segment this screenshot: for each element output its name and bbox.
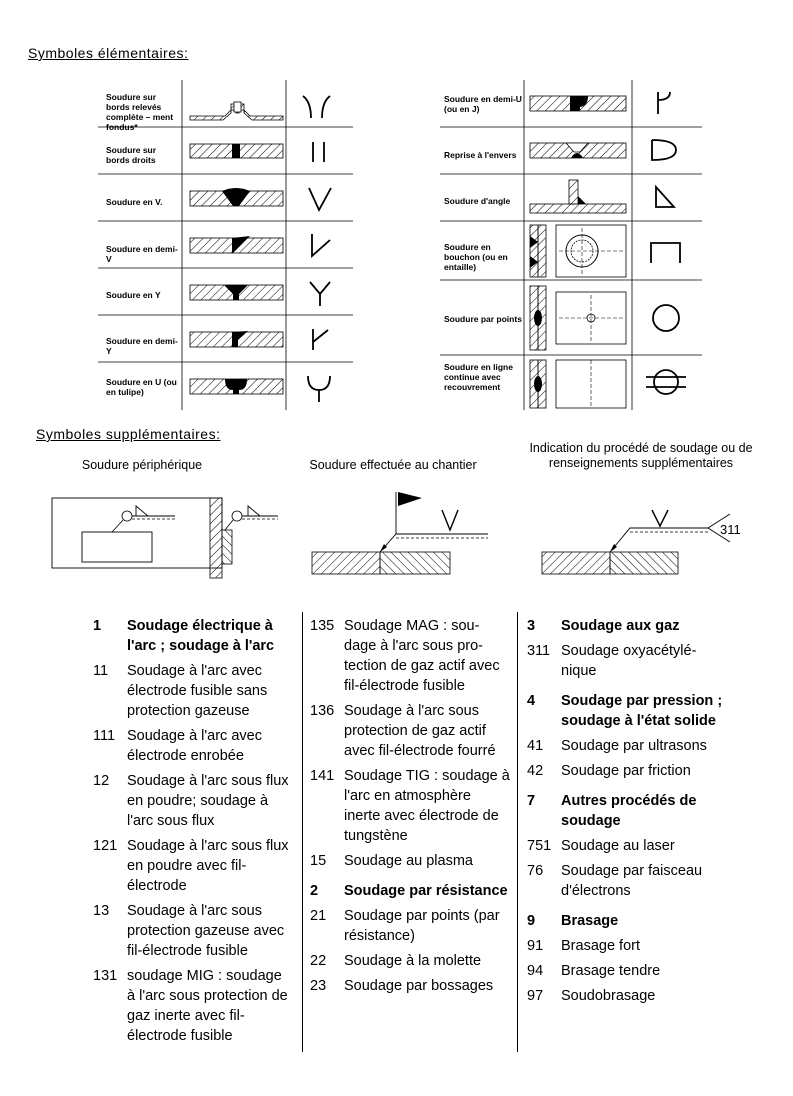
half-v-weld-drawing <box>189 236 284 254</box>
backing-weld-symbol <box>651 139 677 161</box>
square-weld-symbol <box>312 142 325 162</box>
left-row-label: Soudure en V. <box>106 197 163 207</box>
caption-peripheral-weld: Soudure périphérique <box>81 458 203 472</box>
plug-weld-drawing <box>529 224 627 278</box>
right-row-label: Soudure en demi-U (ou en J) <box>444 94 522 114</box>
peripheral-weld-plan <box>51 497 223 569</box>
right-row-label: Soudure d'angle <box>444 196 511 206</box>
backing-weld-drawing <box>529 142 627 159</box>
heading-elementary-symbols: Symboles élémentaires: <box>28 45 189 61</box>
y-weld-drawing <box>189 284 284 301</box>
y-weld-symbol <box>309 281 331 306</box>
square-weld-drawing <box>189 143 284 159</box>
process-indication-drawing <box>541 509 731 575</box>
u-weld-drawing <box>189 378 284 395</box>
seam-weld-symbol <box>646 369 686 395</box>
right-row-label: Reprise à l'envers <box>444 150 517 160</box>
plug-weld-symbol <box>650 242 681 263</box>
right-row-label: Soudure par points <box>444 314 522 324</box>
fillet-weld-symbol <box>655 184 677 208</box>
left-table-grid <box>98 80 353 410</box>
half-v-weld-symbol <box>311 234 331 259</box>
spot-weld-drawing <box>529 285 627 351</box>
caption-process-indication: Indication du procédé de soudage ou de r… <box>529 441 753 470</box>
right-row-label: Soudure en ligne continue avec recouvrem… <box>444 362 513 392</box>
flange-weld-symbol <box>302 95 331 119</box>
right-symbol-table: Soudure en demi-U (ou en J) Reprise à l'… <box>440 80 702 410</box>
flag-icon <box>398 492 422 506</box>
left-symbol-table: Soudure sur bords relevés complète – men… <box>98 80 353 410</box>
site-weld-drawing <box>311 492 488 575</box>
supplementary-drawings <box>51 492 731 579</box>
half-y-weld-symbol <box>312 329 329 350</box>
right-table-grid <box>440 80 702 410</box>
caption-site-weld: Soudure effectuée au chantier <box>309 458 477 472</box>
left-row-label: Soudure en demi-Y <box>106 336 178 356</box>
v-weld-drawing <box>189 188 284 207</box>
heading-supplementary-symbols: Symboles supplémentaires: <box>36 426 221 442</box>
left-row-label: Soudure en U (ou en tulipe) <box>106 377 177 397</box>
column-divider <box>517 612 518 1052</box>
fillet-weld-drawing <box>529 179 627 214</box>
spot-weld-symbol <box>652 304 680 332</box>
left-row-label: Soudure en demi-V <box>106 244 178 264</box>
left-row-label: Soudure sur bords droits <box>106 145 157 165</box>
left-row-label: Soudure sur bords relevés complète – men… <box>106 92 174 132</box>
left-row-label: Soudure en Y <box>106 290 161 300</box>
half-y-weld-drawing <box>189 331 284 348</box>
column-divider <box>302 612 303 1052</box>
j-weld-drawing <box>529 95 627 112</box>
right-row-label: Soudure en bouchon (ou en entaille) <box>444 242 508 272</box>
u-weld-symbol <box>307 375 331 402</box>
seam-weld-drawing <box>529 359 627 409</box>
j-weld-symbol <box>657 91 671 114</box>
process-reference-number: 311 <box>720 522 741 537</box>
flange-weld-drawing <box>189 101 284 121</box>
v-weld-symbol <box>308 187 332 213</box>
peripheral-weld-section <box>209 497 278 579</box>
